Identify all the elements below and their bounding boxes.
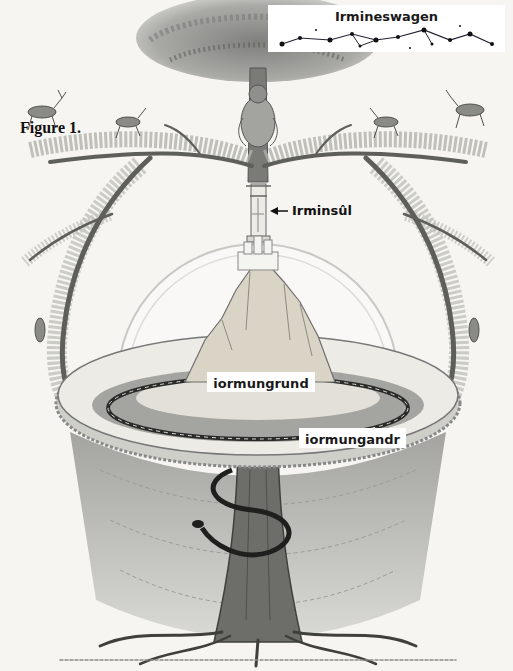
- deer-figures: [116, 117, 140, 127]
- eagle-figure: [241, 97, 275, 147]
- branches: [316, 125, 351, 154]
- constellation-panel: [315, 29, 317, 31]
- label-box: iormungrund: [207, 372, 315, 392]
- irminsul-pillar: [252, 198, 264, 232]
- constellation-panel: [459, 25, 461, 27]
- central-mountain: [185, 236, 335, 382]
- callout-label: Irminsûl: [292, 203, 352, 219]
- deer-figures: [446, 90, 484, 128]
- central-mountain: [185, 264, 335, 382]
- constellation-panel: [268, 5, 505, 52]
- branches: [165, 125, 200, 154]
- roots: [294, 632, 416, 646]
- deer-figures: [370, 108, 398, 138]
- constellation-panel: [431, 43, 434, 46]
- irminsul-arrow: [270, 207, 278, 215]
- constellation-panel: [409, 47, 411, 49]
- deer-figures: [35, 318, 45, 342]
- node-label: iormungrund: [213, 376, 308, 392]
- constellation-panel: [280, 25, 495, 49]
- constellation-panel: [396, 35, 400, 39]
- central-mountain: [244, 242, 252, 254]
- constellation-panel: [352, 30, 432, 46]
- roots: [256, 640, 258, 666]
- central-mountain: [264, 240, 272, 254]
- constellation-panel: [468, 32, 473, 37]
- deer-figures: [469, 318, 479, 342]
- irminsul-pillar: [246, 186, 271, 196]
- deer-figures: [374, 117, 398, 127]
- branches: [30, 214, 112, 260]
- constellation-panel: [268, 5, 505, 52]
- lower-trunk: [214, 450, 302, 642]
- constellation-box: Irmineswagen: [268, 5, 505, 52]
- node-label: Irmineswagen: [335, 9, 438, 25]
- trunk-serpent: [202, 470, 289, 555]
- foliage: [25, 139, 491, 398]
- irminsul-arrow: [270, 207, 288, 215]
- constellation-panel: [490, 42, 494, 46]
- irminsul-pillar: [246, 184, 271, 242]
- roots: [100, 632, 222, 646]
- lower-trunk: [246, 470, 270, 620]
- label-box: iormungandr: [299, 428, 406, 448]
- roots: [60, 632, 456, 666]
- node-label: iormungandr: [305, 432, 400, 448]
- branches: [404, 214, 486, 260]
- constellation-panel: [280, 42, 285, 47]
- eagle-figure: [249, 85, 267, 103]
- figure-title: Figure 1.: [20, 119, 81, 137]
- constellation-panel: [282, 30, 492, 44]
- trunk-serpent: [192, 470, 289, 555]
- constellation-panel: [448, 38, 452, 42]
- eagle-figure: [239, 85, 278, 147]
- branches: [30, 125, 486, 396]
- central-mountain: [254, 236, 262, 254]
- constellation-panel: [422, 28, 427, 33]
- central-mountain: [222, 272, 312, 356]
- constellation-panel: [350, 32, 354, 36]
- eagle-figure: [239, 118, 278, 146]
- constellation-panel: [359, 45, 362, 48]
- constellation-panel: [374, 38, 379, 43]
- lower-trunk: [214, 450, 302, 642]
- central-mountain: [238, 252, 278, 270]
- deer-figures: [116, 108, 146, 138]
- roots: [60, 659, 456, 661]
- constellation-panel: [328, 38, 333, 43]
- irminsul-pillar: [251, 184, 266, 238]
- trunk-serpent: [192, 520, 204, 528]
- constellation-panel: [298, 36, 302, 40]
